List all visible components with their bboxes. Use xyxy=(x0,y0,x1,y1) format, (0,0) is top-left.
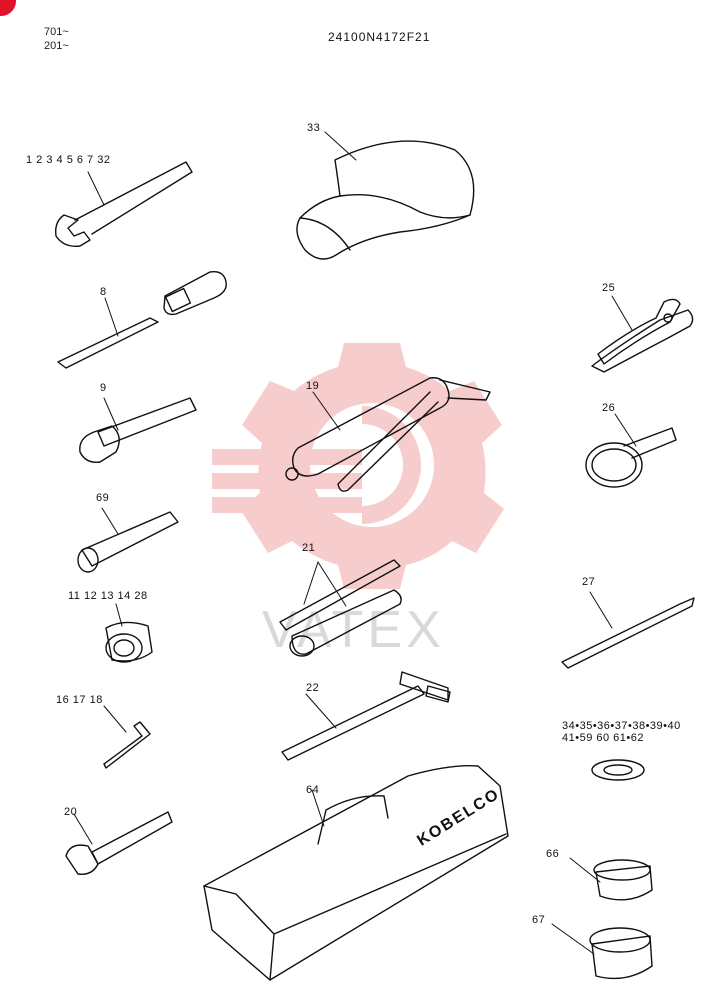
pliers-icon xyxy=(591,295,694,373)
open-end-wrench-icon xyxy=(54,161,193,247)
part-label: 41•59 60 61•62 xyxy=(562,732,644,744)
bar-icon xyxy=(561,591,695,669)
part-label: 66 xyxy=(546,848,560,860)
grease-gun-icon xyxy=(285,377,491,492)
part-label: 69 xyxy=(96,492,110,504)
part-label: 64 xyxy=(306,784,320,796)
part-label: 9 xyxy=(100,382,107,394)
part-label: 34•35•36•37•38•39•40 xyxy=(562,720,681,732)
socket-wrench-rod-icon xyxy=(279,559,402,657)
part-label: 16 17 18 xyxy=(56,694,103,706)
hammer-icon xyxy=(281,671,451,761)
tool-box-icon xyxy=(203,765,509,981)
adjustable-wrench-icon xyxy=(65,811,173,875)
socket-icon xyxy=(105,603,153,663)
part-label: 8 xyxy=(100,286,107,298)
part-label: 26 xyxy=(602,402,616,414)
part-label: 22 xyxy=(306,682,320,694)
part-label: 21 xyxy=(302,542,316,554)
part-label: 1 2 3 4 5 6 7 32 xyxy=(26,154,111,166)
filter-cap-icon xyxy=(569,857,653,901)
part-label: 20 xyxy=(64,806,78,818)
filter-wrench-icon xyxy=(585,413,677,488)
ratchet-handle-icon xyxy=(79,397,197,463)
drawing-number: 24100N4172F21 xyxy=(328,30,431,44)
serial-range-b: 201~ xyxy=(44,40,69,52)
serial-range-a: 701~ xyxy=(44,26,69,38)
filter-cap-large-icon xyxy=(551,923,653,980)
screwdriver-icon xyxy=(57,271,227,369)
part-label: 33 xyxy=(307,122,321,134)
washer-icon xyxy=(591,759,645,781)
part-label: 67 xyxy=(532,914,546,926)
part-label: 11 12 13 14 28 xyxy=(68,590,148,602)
part-label: 27 xyxy=(582,576,596,588)
hex-key-icon xyxy=(103,705,151,769)
part-label: 25 xyxy=(602,282,616,294)
cap-icon xyxy=(296,131,475,260)
part-label: 19 xyxy=(306,380,320,392)
extension-bar-icon xyxy=(77,507,179,573)
